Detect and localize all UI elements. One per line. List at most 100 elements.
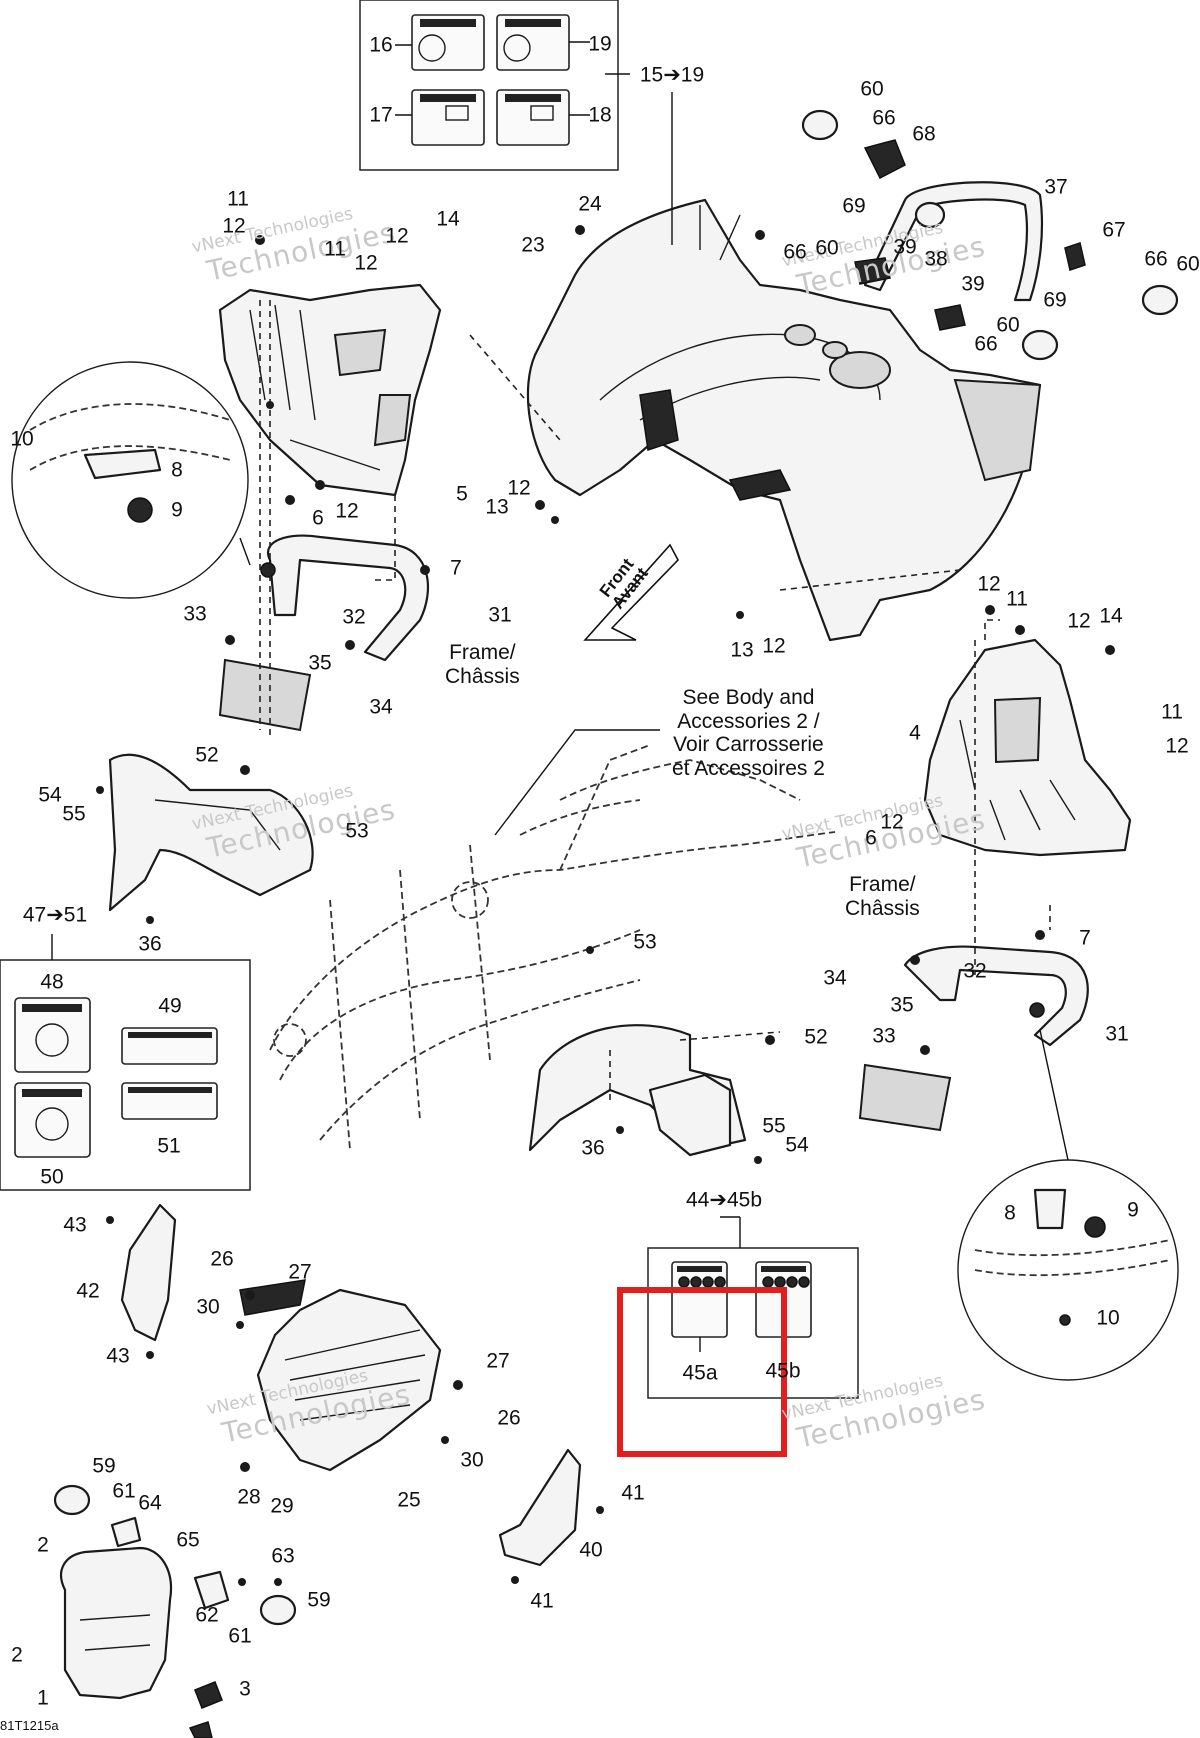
callout: 60	[1176, 252, 1200, 276]
rear-rack	[801, 109, 1179, 361]
callout: 26	[497, 1406, 521, 1430]
callout: 27	[486, 1349, 510, 1373]
callout: 8	[171, 458, 183, 482]
alignment-lines	[259, 300, 1051, 1100]
callout: 19	[588, 32, 612, 56]
callout: 67	[1102, 218, 1126, 242]
rear-body-fender	[526, 198, 1042, 642]
callout: 10	[1096, 1306, 1120, 1330]
detail-circle-left	[11, 361, 251, 599]
callout: 5	[456, 482, 468, 506]
callout: 39	[961, 272, 985, 296]
callout: 69	[1043, 288, 1067, 312]
callout: 35	[890, 993, 914, 1017]
callout: 12	[880, 810, 904, 834]
right-side-panel	[923, 638, 1132, 857]
callout: 54	[785, 1133, 809, 1157]
callout: 12	[762, 634, 786, 658]
callout: 41	[530, 1589, 554, 1613]
callout: 14	[1099, 604, 1123, 628]
callout: 11	[1161, 700, 1183, 724]
callout: 32	[963, 959, 987, 983]
callout: 49	[158, 994, 182, 1018]
decal-box-top	[359, 0, 619, 171]
callout: 7	[450, 556, 462, 580]
callout: 66	[872, 106, 896, 130]
callout: 43	[106, 1344, 130, 1368]
front-grille	[239, 1279, 442, 1472]
callout: 14	[436, 207, 460, 231]
callout: 11	[227, 187, 249, 211]
callout: 23	[521, 233, 545, 257]
callout: 9	[171, 498, 183, 522]
callout: 65	[176, 1528, 200, 1552]
callout: 8	[1004, 1201, 1016, 1225]
callout: 34	[369, 695, 393, 719]
note-see-body: See Body and Accessories 2 / Voir Carros…	[672, 686, 825, 780]
callout: 55	[62, 802, 86, 826]
callout: 13	[730, 638, 754, 662]
callout: 12	[385, 224, 409, 248]
callout: 60	[860, 77, 884, 101]
callout: 25	[397, 1488, 421, 1512]
callout: 61	[112, 1479, 136, 1503]
callout: 33	[872, 1024, 896, 1048]
leader-lines	[494, 73, 740, 1218]
drawing-code: 81T1215a	[0, 1718, 59, 1733]
front-right-fender	[528, 1024, 747, 1157]
callout: 53	[633, 930, 657, 954]
group-label-decals-top: 15➔19	[639, 63, 705, 87]
callout: 1	[37, 1686, 49, 1710]
callout: 66	[1144, 247, 1168, 271]
note-frame-right: Frame/ Châssis	[845, 873, 920, 920]
callout: 12	[335, 499, 359, 523]
callout: 30	[460, 1448, 484, 1472]
callout: 64	[138, 1491, 162, 1515]
callout: 69	[842, 194, 866, 218]
callout: 61	[228, 1624, 252, 1648]
callout: 12	[222, 214, 246, 238]
callout: 29	[270, 1494, 294, 1518]
callout: 59	[92, 1454, 116, 1478]
front-left-fender	[108, 753, 314, 912]
callout: 39	[893, 235, 917, 259]
detail-circle-right	[957, 1029, 1179, 1381]
fasteners	[96, 225, 1115, 1586]
callout: 9	[1127, 1198, 1139, 1222]
callout: 17	[369, 103, 393, 127]
callout: 66	[783, 240, 807, 264]
callout: 32	[342, 605, 366, 629]
callout: 41	[621, 1481, 645, 1505]
callout: 2	[11, 1643, 23, 1667]
highlight-box	[617, 1287, 787, 1457]
decal-box-left	[0, 934, 251, 1191]
callout: 10	[10, 427, 34, 451]
front-bracket-40	[498, 1448, 582, 1567]
callout: 12	[977, 572, 1001, 596]
callout: 63	[271, 1544, 295, 1568]
callout: 60	[815, 236, 839, 260]
callout: 13	[485, 495, 509, 519]
callout: 50	[40, 1165, 64, 1189]
callout: 62	[195, 1603, 219, 1627]
callout: 18	[588, 103, 612, 127]
callout: 6	[312, 506, 324, 530]
callout: 27	[288, 1260, 312, 1284]
callout: 28	[237, 1485, 261, 1509]
front-bracket-42	[120, 1203, 177, 1342]
callout: 36	[581, 1136, 605, 1160]
callout: 40	[579, 1538, 603, 1562]
callout: 12	[507, 476, 531, 500]
note-frame-left: Frame/ Châssis	[445, 641, 520, 688]
callout: 37	[1044, 175, 1068, 199]
decal-box-bottom	[647, 1217, 859, 1399]
callout: 43	[63, 1213, 87, 1237]
callout: 66	[974, 332, 998, 356]
callout: 42	[76, 1279, 100, 1303]
callout: 24	[578, 192, 602, 216]
callout: 30	[196, 1295, 220, 1319]
callout: 54	[38, 783, 62, 807]
front-bumper	[53, 1484, 297, 1738]
callout: 4	[909, 721, 921, 745]
